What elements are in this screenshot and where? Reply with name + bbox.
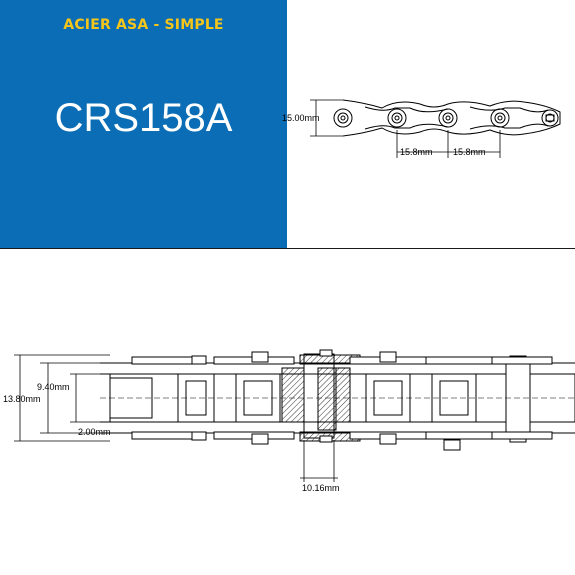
inner-width-label: 9.40mm — [37, 382, 70, 392]
series-label: ACIER ASA - SIMPLE — [63, 17, 224, 33]
side-view-chain — [333, 99, 561, 137]
roller-1 — [333, 108, 353, 128]
plate-thickness-label: 2.00mm — [78, 427, 111, 437]
top-view-chain — [100, 349, 575, 451]
link-segment-5 — [491, 355, 553, 443]
pitch-dimension-label-2: 15.8mm — [453, 147, 486, 157]
pitch-dimension-label-1: 15.8mm — [400, 147, 433, 157]
roller-3 — [438, 108, 458, 128]
link-segment-1 — [109, 355, 215, 441]
roller-2 — [387, 108, 407, 128]
model-code: CRS158A — [54, 96, 233, 140]
link-segment-4 — [425, 356, 493, 451]
height-dimension-label: 15.00mm — [282, 113, 320, 123]
section-divider — [0, 248, 575, 249]
header-panel: ACIER ASA - SIMPLE CRS158A — [0, 0, 287, 248]
roller-5 — [541, 109, 559, 127]
pin-diameter-label: 10.16mm — [302, 483, 340, 493]
top-view-dimensions — [14, 354, 338, 482]
overall-width-label: 13.80mm — [3, 394, 41, 404]
sectioned-pin — [281, 349, 361, 443]
side-view-dimensions — [310, 99, 501, 158]
roller-4 — [490, 108, 510, 128]
